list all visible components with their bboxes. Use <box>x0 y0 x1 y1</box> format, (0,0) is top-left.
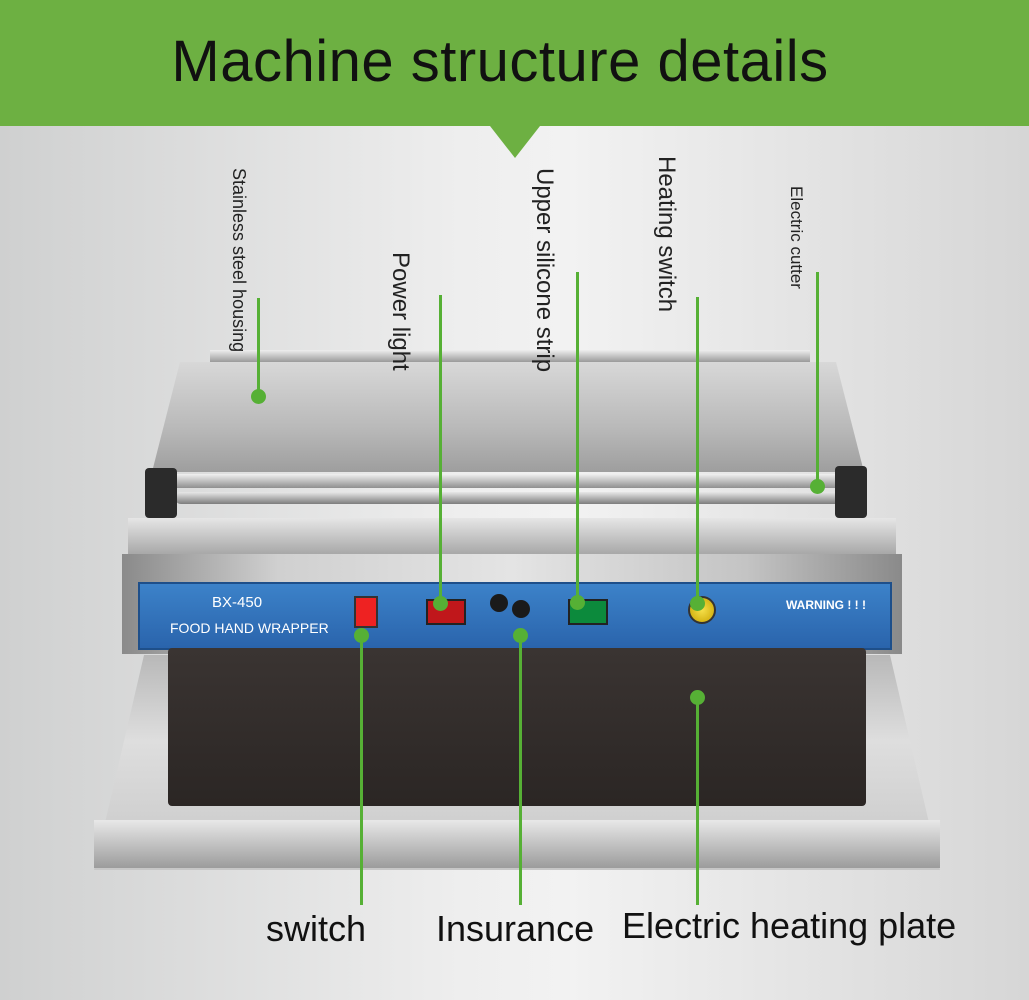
leader-line-insurance <box>519 635 522 905</box>
leader-line-housing <box>257 298 260 396</box>
marker-dot-housing <box>251 389 266 404</box>
marker-dot-silicone-strip <box>570 595 585 610</box>
leader-line-power-light <box>439 295 442 601</box>
title-banner <box>0 0 1029 126</box>
marker-dot-electric-cutter <box>810 479 825 494</box>
machine-body-top <box>128 518 896 554</box>
left-clamp <box>145 468 177 518</box>
label-upper-silicone-strip: Upper silicone strip <box>531 168 558 373</box>
banner-pointer <box>490 126 540 158</box>
leader-line-switch <box>360 635 363 905</box>
label-electric-cutter: Electric cutter <box>787 186 806 289</box>
page-title: Machine structure details <box>171 29 829 94</box>
marker-dot-heating-switch <box>690 596 705 611</box>
label-power-light: Power light <box>387 252 414 371</box>
marker-dot-power-light <box>433 596 448 611</box>
power-switch <box>354 596 378 628</box>
fuse-holder <box>490 594 508 612</box>
film-roller <box>170 474 850 488</box>
stainless-steel-lid <box>152 362 864 472</box>
leader-line-silicone-strip <box>576 272 579 602</box>
label-stainless-steel-housing: Stainless steel housing <box>229 168 249 353</box>
tray-front-edge <box>94 820 940 868</box>
right-clamp <box>835 466 867 518</box>
warning-text: WARNING ! ! ! <box>786 598 866 612</box>
leader-line-heating-switch <box>696 297 699 603</box>
leader-line-heating-plate <box>696 697 699 905</box>
heating-plate <box>168 648 866 806</box>
label-switch: switch <box>266 908 367 949</box>
leader-line-electric-cutter <box>816 272 819 486</box>
label-insurance: Insurance <box>436 908 595 949</box>
marker-dot-insurance <box>513 628 528 643</box>
marker-dot-switch <box>354 628 369 643</box>
cutter-bar <box>175 492 845 504</box>
marker-dot-heating-plate <box>690 690 705 705</box>
model-number: BX-450 <box>212 594 263 611</box>
label-heating-switch: Heating switch <box>653 156 680 313</box>
top-rail <box>210 350 810 362</box>
fuse-holder <box>512 600 530 618</box>
product-name: FOOD HAND WRAPPER <box>170 620 329 636</box>
label-electric-heating-plate: Electric heating plate <box>622 905 957 946</box>
